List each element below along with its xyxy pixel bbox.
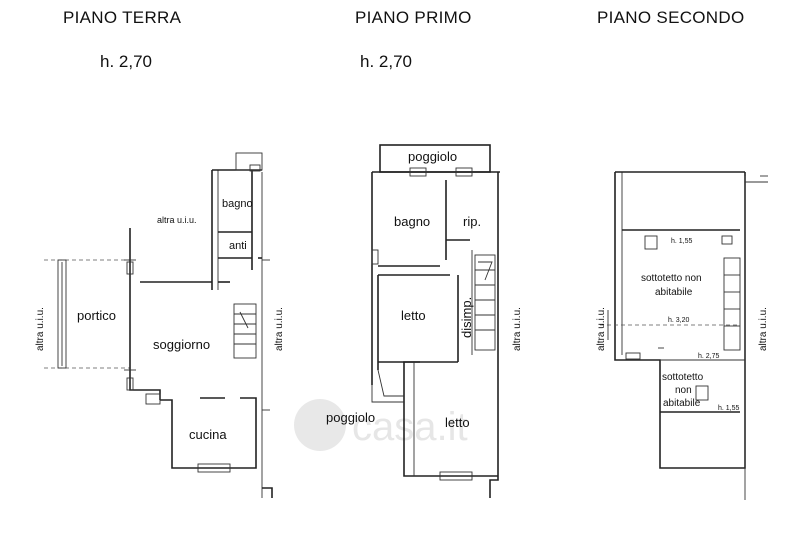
floor-title-primo: PIANO PRIMO — [355, 8, 472, 27]
label-rip: rip. — [463, 214, 481, 229]
label-h2: h. 3,20 — [668, 317, 690, 324]
label-altra-uiu-secondo-left: altra u.i.u. — [596, 307, 607, 351]
label-disimp: disimp. — [459, 297, 474, 338]
label-h3: h. 2,75 — [698, 353, 720, 360]
label-letto-2: letto — [445, 415, 470, 430]
label-altra-uiu-left: altra u.i.u. — [35, 307, 46, 351]
watermark-text: casa.it — [352, 405, 468, 449]
floor-title-secondo: PIANO SECONDO — [597, 8, 745, 27]
label-altra-uiu-top: altra u.i.u. — [157, 215, 197, 225]
label-bagno-primo: bagno — [394, 214, 430, 229]
plan-terra: bagno altra u.i.u. anti portico soggiorn… — [35, 152, 285, 498]
label-soggiorno: soggiorno — [153, 337, 210, 352]
label-anti: anti — [229, 240, 247, 252]
label-letto-1: letto — [401, 308, 426, 323]
label-altra-uiu-primo: altra u.i.u. — [512, 307, 523, 351]
floor-title-terra: PIANO TERRA — [63, 8, 182, 27]
plan-secondo: h. 1,55 sottotetto non abitabile h. 3,20… — [596, 171, 769, 500]
label-sottotetto-2c: abitabile — [663, 398, 701, 409]
floor-height-terra: h. 2,70 — [100, 52, 152, 71]
watermark: casa.it — [294, 399, 468, 451]
label-sottotetto-1b: abitabile — [655, 287, 693, 298]
label-sottotetto-1: sottotetto non — [641, 273, 702, 284]
floor-height-primo: h. 2,70 — [360, 52, 412, 71]
label-altra-uiu-secondo-right: altra u.i.u. — [758, 307, 769, 351]
label-bagno: bagno — [222, 198, 253, 210]
label-sottotetto-2b: non — [675, 385, 692, 396]
label-h4: h. 1,55 — [718, 405, 740, 412]
label-poggiolo-bottom: poggiolo — [326, 410, 375, 425]
label-poggiolo-top: poggiolo — [408, 149, 457, 164]
label-portico: portico — [77, 308, 116, 323]
plan-primo: poggiolo bagno rip. letto disimp. poggio… — [326, 144, 523, 498]
label-cucina: cucina — [189, 427, 227, 442]
label-sottotetto-2: sottotetto — [662, 372, 704, 383]
label-altra-uiu-right: altra u.i.u. — [274, 307, 285, 351]
label-h1: h. 1,55 — [671, 238, 693, 245]
